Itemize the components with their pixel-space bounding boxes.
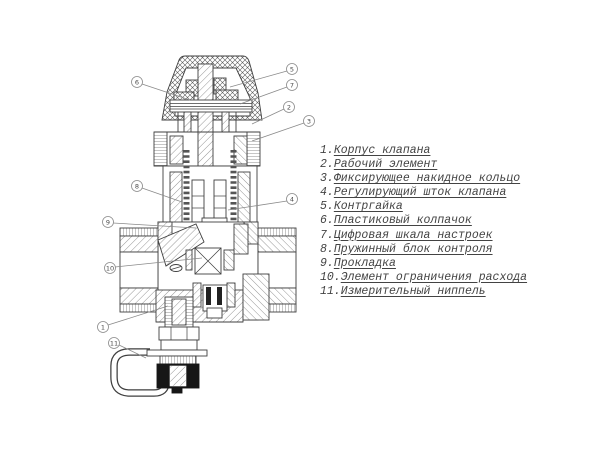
legend-item: 7.Цифровая шкала настроек (320, 229, 527, 243)
flow-limiter-insert (185, 247, 235, 275)
spring-block (183, 150, 237, 222)
callout-1: 1 (97, 305, 169, 333)
legend-item-number: 3. (320, 172, 334, 186)
legend-item-number: 5. (320, 200, 334, 214)
legend-item-label: Пружинный блок контроля (333, 242, 493, 256)
legend-item: 2.Рабочий элемент (320, 158, 527, 172)
legend-item-number: 9. (320, 256, 334, 270)
legend-item: 3.Фиксирующее накидное кольцо (320, 172, 527, 186)
legend-item: 10.Элемент ограничения расхода (320, 271, 527, 285)
legend-item-label: Элемент ограничения расхода (340, 270, 528, 284)
parts-legend: 1.Корпус клапана 2.Рабочий элемент 3.Фик… (320, 144, 527, 299)
legend-item-number: 4. (320, 186, 334, 200)
legend-item: 11.Измерительный ниппель (320, 285, 527, 299)
callout-11: 11 (108, 337, 147, 359)
legend-item-number: 1. (320, 144, 334, 157)
legend-item-label: Цифровая шкала настроек (333, 228, 493, 242)
legend-item-number: 11. (320, 284, 341, 298)
legend-item-number: 8. (320, 242, 334, 256)
svg-text:1: 1 (101, 323, 105, 331)
legend-item-number: 2. (320, 158, 334, 172)
callouts: 6 5 7 2 3 8 4 (97, 63, 315, 359)
callout-8: 8 (131, 180, 183, 203)
fixing-union-ring (153, 131, 261, 167)
svg-text:11: 11 (110, 339, 118, 347)
legend-item-label: Измерительный ниппель (340, 284, 486, 298)
svg-text:7: 7 (290, 81, 294, 89)
legend-item: 9.Прокладка (320, 257, 527, 271)
svg-text:3: 3 (307, 117, 311, 125)
legend-item-label: Прокладка (333, 256, 396, 270)
working-element (162, 165, 258, 229)
legend-item-label: Регулирующий шток клапана (333, 186, 507, 200)
legend-item: 6.Пластиковый колпачок (320, 214, 527, 228)
callout-7: 7 (239, 79, 298, 105)
nipple-assembly (146, 296, 208, 394)
legend-item: 4.Регулирующий шток клапана (320, 186, 527, 200)
legend-item-label: Пластиковый колпачок (333, 214, 472, 228)
legend-item-number: 10. (320, 270, 341, 284)
svg-text:6: 6 (135, 78, 139, 86)
legend-item-number: 7. (320, 228, 334, 242)
svg-text:2: 2 (287, 103, 291, 111)
legend-item: 8.Пружинный блок контроля (320, 243, 527, 257)
measuring-nipple-tube (110, 348, 170, 397)
svg-text:4: 4 (290, 195, 294, 203)
callout-3: 3 (251, 115, 315, 142)
legend-item-number: 6. (320, 214, 334, 228)
legend-item-label: Контргайка (333, 200, 403, 214)
digital-scale-ring (169, 89, 253, 113)
callout-9: 9 (102, 216, 197, 229)
callout-4: 4 (227, 193, 298, 211)
callout-6: 6 (131, 76, 191, 101)
callout-5: 5 (229, 63, 298, 88)
svg-text:5: 5 (290, 65, 294, 73)
svg-text:9: 9 (106, 218, 110, 226)
legend-item-label: Корпус клапана (333, 144, 431, 157)
legend-item-label: Фиксирующее накидное кольцо (333, 172, 521, 186)
svg-text:10: 10 (106, 264, 114, 272)
legend-item: 5.Контргайка (320, 200, 527, 214)
callout-2: 2 (251, 101, 295, 125)
legend-item: 1.Корпус клапана (320, 144, 527, 158)
legend-item-label: Рабочий элемент (333, 158, 438, 172)
callout-10: 10 (104, 257, 203, 274)
bottom-insert (192, 282, 236, 319)
svg-text:8: 8 (135, 182, 139, 190)
